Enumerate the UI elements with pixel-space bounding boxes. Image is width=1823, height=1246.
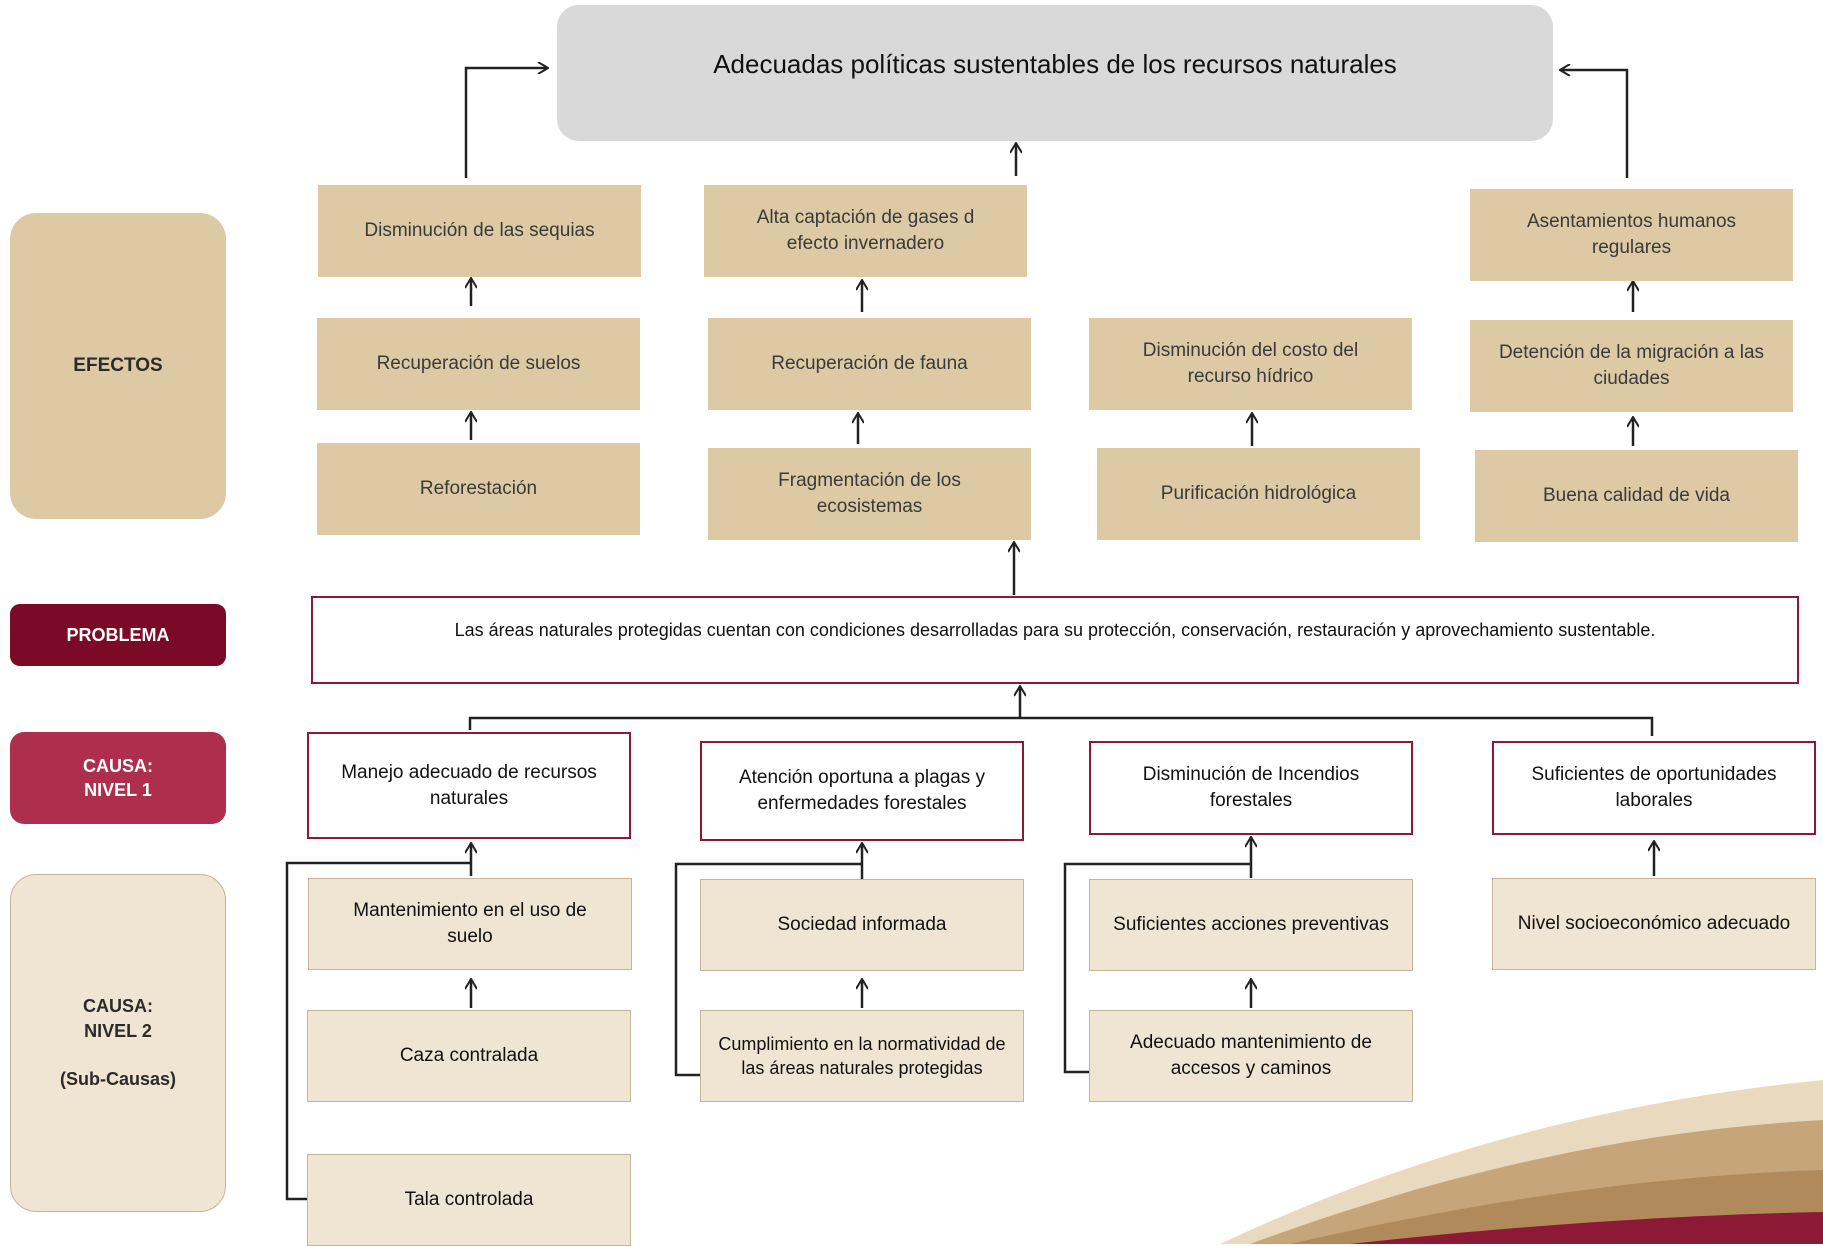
efecto-text: Disminución del costo del recurso hídric…: [1142, 340, 1359, 387]
efecto-text: Asentamientos humanos regulares: [1526, 211, 1737, 258]
causa-nivel-2-text: Suficientes acciones preventivas: [1113, 914, 1389, 936]
efecto-box: Purificación hidrológica: [1097, 448, 1420, 540]
causa-nivel-1-text: Manejo adecuado de recursos naturales: [341, 761, 597, 809]
causa-nivel-2-box: Caza contralada: [307, 1010, 631, 1102]
efecto-box: Recuperación de suelos: [317, 318, 640, 410]
causa-nivel-2-text: Adecuado mantenimiento de accesos y cami…: [1130, 1032, 1372, 1079]
goal-box: Adecuadas políticas sustentables de los …: [557, 5, 1553, 141]
causa-nivel-2-box: Adecuado mantenimiento de accesos y cami…: [1089, 1010, 1413, 1102]
causa-nivel-2-text: Cumplimiento en la normatividad de las á…: [718, 1033, 1006, 1078]
causa-nivel-1-box: Suficientes de oportunidades laborales: [1492, 741, 1816, 835]
causa-nivel-2-text: Nivel socioeconómico adecuado: [1517, 913, 1791, 935]
efecto-text: Recuperación de suelos: [376, 353, 581, 375]
causa-nivel-2-box: Suficientes acciones preventivas: [1089, 879, 1413, 971]
causa-nivel-1-box: Manejo adecuado de recursos naturales: [307, 732, 631, 839]
problema-box: Las áreas naturales protegidas cuentan c…: [311, 596, 1799, 684]
causa-nivel-2-text: Mantenimiento en el uso de suelo: [353, 900, 587, 947]
efecto-text: Purificación hidrológica: [1160, 483, 1357, 505]
label-problema-text: PROBLEMA: [66, 624, 170, 645]
causa-nivel-1-box: Atención oportuna a plagas y enfermedade…: [700, 741, 1024, 841]
efecto-text: Fragmentación de los ecosistemas: [778, 470, 961, 517]
causa-nivel-2-text: Tala controlada: [404, 1189, 534, 1211]
causa-nivel-2-text: Caza contralada: [399, 1045, 539, 1067]
efecto-box: Reforestación: [317, 443, 640, 535]
efecto-box: Detención de la migración a las ciudades: [1470, 320, 1793, 412]
label-causa-nivel-2: CAUSA: NIVEL 2 (Sub-Causas): [10, 874, 226, 1212]
efecto-box: Disminución del costo del recurso hídric…: [1089, 318, 1412, 410]
label-efectos: EFECTOS: [10, 213, 226, 519]
efecto-text: Recuperación de fauna: [771, 353, 968, 375]
efecto-box: Fragmentación de los ecosistemas: [708, 448, 1031, 540]
causa-nivel-1-box: Disminución de Incendios forestales: [1089, 741, 1413, 835]
label-causa-nivel-1: CAUSA: NIVEL 1: [10, 732, 226, 824]
causa-nivel-1-text: Suficientes de oportunidades laborales: [1531, 764, 1777, 811]
causa-nivel-2-box: Cumplimiento en la normatividad de las á…: [700, 1010, 1024, 1102]
goal-text: Adecuadas políticas sustentables de los …: [713, 49, 1397, 79]
label-efectos-text: EFECTOS: [73, 355, 163, 377]
efecto-text: Disminución de las sequias: [364, 220, 595, 242]
causa-nivel-2-text: Sociedad informada: [777, 914, 947, 936]
efecto-box: Alta captación de gases d efecto inverna…: [704, 185, 1027, 277]
efecto-text: Detención de la migración a las ciudades: [1498, 342, 1765, 389]
efecto-text: Buena calidad de vida: [1543, 485, 1730, 507]
causa-nivel-2-box: Mantenimiento en el uso de suelo: [308, 878, 632, 970]
label-causa-nivel-1-text: CAUSA: NIVEL 1: [83, 755, 153, 800]
causa-nivel-1-text: Disminución de Incendios forestales: [1142, 764, 1360, 811]
efecto-text: Alta captación de gases d efecto inverna…: [756, 207, 975, 254]
problema-text: Las áreas naturales protegidas cuentan c…: [454, 620, 1656, 640]
label-problema: PROBLEMA: [10, 604, 226, 666]
efecto-text: Reforestación: [419, 478, 538, 500]
causa-nivel-2-box: Sociedad informada: [700, 879, 1024, 971]
label-causa-nivel-2-text: CAUSA: NIVEL 2 (Sub-Causas): [59, 996, 176, 1090]
efecto-box: Asentamientos humanos regulares: [1470, 189, 1793, 281]
efecto-box: Buena calidad de vida: [1475, 450, 1798, 542]
efecto-box: Recuperación de fauna: [708, 318, 1031, 410]
causa-nivel-2-box: Tala controlada: [307, 1154, 631, 1246]
efecto-box: Disminución de las sequias: [318, 185, 641, 277]
causa-nivel-2-box: Nivel socioeconómico adecuado: [1492, 878, 1816, 970]
causa-nivel-1-text: Atención oportuna a plagas y enfermedade…: [738, 767, 986, 814]
